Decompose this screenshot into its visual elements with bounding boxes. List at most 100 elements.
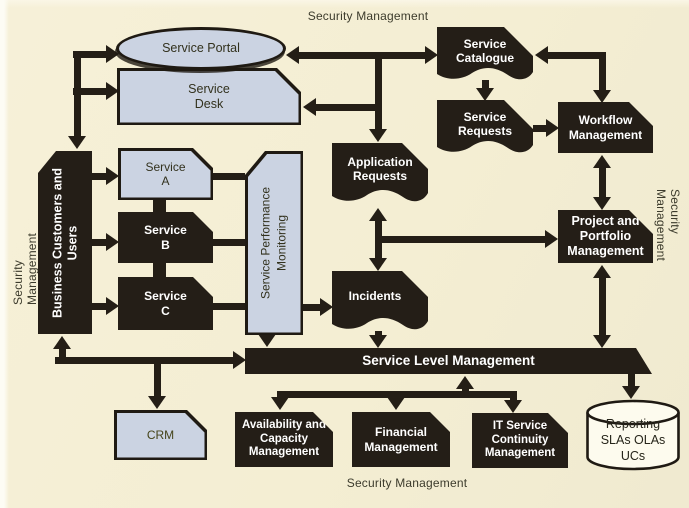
connector-line — [374, 52, 382, 129]
label-service-b: Service B — [144, 223, 187, 252]
arrowhead-right — [546, 119, 559, 137]
arrowhead-left — [286, 46, 299, 64]
node-application-requests: Application Requests — [332, 143, 428, 205]
node-project-portfolio-management: Project and Portfolio Management — [558, 210, 653, 263]
arrowhead-right — [425, 46, 438, 64]
node-service-c: Service C — [118, 277, 213, 330]
arrowhead-down — [68, 136, 86, 149]
connector-line — [276, 391, 284, 395]
connector-line — [509, 394, 517, 401]
connector-line — [92, 172, 106, 180]
arrowhead-up — [456, 376, 474, 389]
label-service-c: Service C — [144, 289, 187, 318]
connector-line — [316, 103, 381, 111]
label-service-desk: Service Desk — [120, 71, 299, 123]
label-service-level-management: Service Level Management — [362, 353, 535, 369]
security-label-bottom: Security Management — [346, 476, 468, 490]
arrowhead-up — [369, 208, 387, 221]
node-service-a: Service A — [118, 148, 213, 200]
node-workflow-management: Workflow Management — [558, 102, 653, 153]
label-service-performance-monitoring: Service Performance Monitoring — [258, 186, 288, 300]
arrowhead-up — [53, 336, 71, 349]
node-service-performance-monitoring: Service Performance Monitoring — [245, 151, 303, 335]
connector-line — [598, 278, 606, 335]
arrowhead-down — [258, 334, 276, 347]
node-incidents: Incidents — [332, 271, 428, 333]
connector-line — [55, 356, 233, 364]
connector-line — [58, 349, 66, 361]
label-crm: CRM — [117, 413, 205, 458]
arrowhead-down — [148, 396, 166, 409]
connector-line — [381, 235, 545, 243]
service-link-connector — [153, 261, 166, 279]
arrowhead-right — [233, 351, 246, 369]
arrowhead-up — [593, 265, 611, 278]
node-service-requests: Service Requests — [437, 100, 533, 156]
node-service-desk: Service Desk — [117, 68, 301, 125]
arrowhead-up — [593, 155, 611, 168]
connector-line — [374, 331, 382, 336]
connector-line — [299, 51, 425, 59]
arrowhead-down — [622, 386, 640, 399]
arrowhead-down — [369, 129, 387, 142]
node-availability-capacity-management: Availability and Capacity Management — [235, 412, 333, 467]
arrowhead-right — [106, 233, 119, 251]
arrowhead-down — [504, 400, 522, 413]
node-crm: CRM — [114, 410, 207, 460]
label-it-service-continuity-management: IT Service Continuity Management — [484, 420, 556, 460]
arrowhead-down — [476, 88, 494, 101]
connector-line — [73, 51, 81, 136]
label-workflow-management: Workflow Management — [568, 113, 643, 142]
service-link-connector — [153, 198, 166, 214]
label-reporting-database: Reporting SLAs OLAs UCs — [600, 417, 666, 463]
connector-line — [92, 302, 106, 310]
arrowhead-left — [303, 98, 316, 116]
node-service-portal: Service Portal — [116, 27, 286, 70]
arrowhead-right — [545, 230, 558, 248]
arrowhead-right — [106, 82, 119, 100]
connector-line — [92, 238, 106, 246]
connector-line — [213, 302, 245, 310]
node-service-b: Service B — [118, 212, 213, 263]
arrowhead-down — [271, 397, 289, 410]
arrowhead-down — [593, 90, 611, 103]
node-reporting-database: Reporting SLAs OLAs UCs — [585, 399, 681, 472]
connector-line — [481, 80, 489, 88]
arrowhead-right — [320, 298, 333, 316]
node-financial-management: Financial Management — [352, 412, 450, 467]
label-service-catalogue: Service Catalogue — [455, 36, 514, 65]
label-financial-management: Financial Management — [364, 425, 438, 454]
node-it-service-continuity-management: IT Service Continuity Management — [472, 413, 568, 468]
connector-line — [548, 51, 605, 59]
node-service-level-management: Service Level Management — [245, 348, 652, 374]
label-service-a: Service A — [121, 151, 211, 198]
connector-line — [598, 52, 606, 90]
arrowhead-down — [369, 258, 387, 271]
label-service-portal: Service Portal — [162, 41, 240, 56]
connector-line — [374, 221, 382, 258]
connector-line — [533, 124, 546, 132]
node-business-customers: Business Customers and Users — [38, 151, 92, 334]
security-label-left: Security Management — [11, 232, 39, 305]
label-incidents: Incidents — [348, 288, 402, 303]
node-service-catalogue: Service Catalogue — [437, 27, 533, 83]
connector-line — [73, 87, 107, 95]
label-project-portfolio-management: Project and Portfolio Management — [567, 214, 644, 258]
arrowhead-down — [593, 335, 611, 348]
arrowhead-left — [535, 46, 548, 64]
arrowhead-right — [106, 45, 119, 63]
security-label-top: Security Management — [307, 9, 429, 23]
arrowhead-down — [387, 397, 405, 410]
connector-line — [627, 374, 635, 386]
connector-line — [598, 168, 606, 197]
arrowhead-right — [106, 167, 119, 185]
label-application-requests: Application Requests — [347, 154, 413, 183]
connector-line — [213, 172, 245, 180]
connector-line — [461, 389, 469, 395]
arrowhead-down — [369, 335, 387, 348]
security-label-right: Security Management — [654, 189, 682, 262]
connector-line — [73, 50, 107, 58]
label-availability-capacity-management: Availability and Capacity Management — [242, 419, 326, 459]
label-service-requests: Service Requests — [457, 109, 513, 138]
